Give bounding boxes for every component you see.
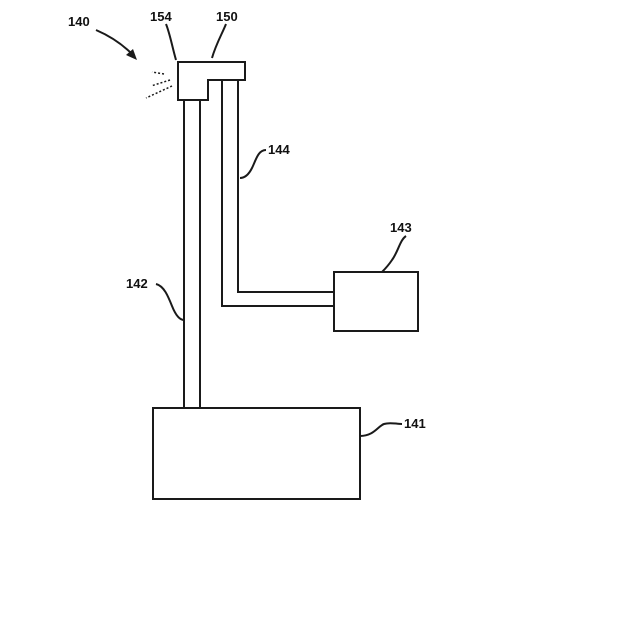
pump-box (334, 272, 418, 331)
head-leader (212, 24, 226, 58)
supply-tube-leader (156, 284, 184, 320)
reservoir-box (153, 408, 360, 499)
label-return-tube: 144 (268, 142, 290, 157)
spray-mist (146, 72, 172, 98)
label-head: 150 (216, 9, 238, 24)
return-tube-leader (240, 150, 266, 178)
label-nozzle: 154 (150, 9, 172, 24)
pump-leader (382, 236, 406, 272)
spray-head (178, 62, 245, 100)
label-reservoir: 141 (404, 416, 426, 431)
label-supply-tube: 142 (126, 276, 148, 291)
device-leader-arrow (96, 30, 132, 54)
label-device: 140 (68, 14, 90, 29)
return-tube-inner-wall (238, 80, 334, 292)
label-pump: 143 (390, 220, 412, 235)
nozzle-leader (166, 24, 176, 60)
reservoir-leader (360, 423, 402, 436)
